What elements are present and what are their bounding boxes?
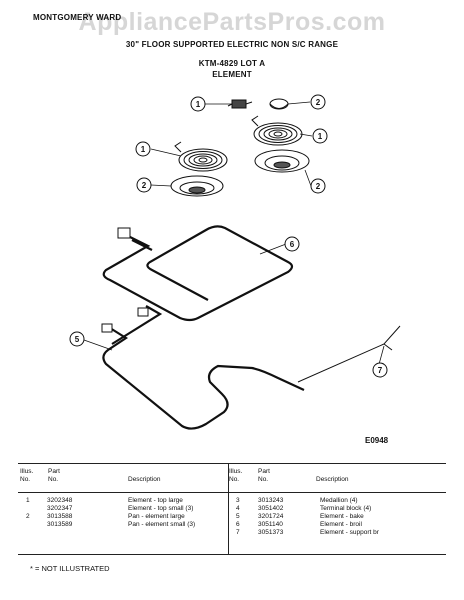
table-cell: 2: [26, 513, 30, 520]
table-cell: Terminal block (4): [320, 505, 372, 512]
table-cell: Pan - element small (3): [128, 521, 196, 528]
table-cell: 7: [236, 529, 240, 536]
bake-element: [101, 305, 305, 430]
table-cell: 3201724: [258, 513, 284, 520]
table-cell: Element - top small (3): [128, 505, 194, 512]
callout-label: 5: [75, 335, 80, 344]
callout-label: 1: [196, 100, 201, 109]
header-divider: [18, 492, 446, 493]
callout-2-right: [310, 178, 326, 194]
table-cell: 5: [236, 513, 240, 520]
table-cell: 6: [236, 521, 240, 528]
watermark: AppliancePartsPros.com: [78, 8, 386, 36]
callout-2-left: [136, 177, 152, 193]
surface-element-right: [251, 115, 303, 146]
callout-6: [284, 236, 300, 252]
callout-label: 7: [378, 366, 383, 375]
callout-5: [69, 331, 85, 347]
drip-pan-right: [254, 149, 310, 173]
table-cell: 3202348: [47, 497, 73, 504]
exploded-parts-diagram: 1 2 1 1 2 2 6 5 7: [69, 94, 401, 430]
callout-label: 2: [142, 181, 147, 190]
footnote: * = NOT ILLUSTRATED: [30, 564, 110, 573]
callout-4: [190, 96, 206, 112]
table-cell: 3202347: [47, 505, 73, 512]
element-support-bracket: [297, 325, 401, 383]
table-cell: 1: [26, 497, 30, 504]
table-cell: Element - broil: [320, 521, 362, 528]
callout-label: 1: [318, 132, 323, 141]
header-description: Description: [316, 476, 349, 483]
parts-table: Illus. No. Part No. Description Illus. N…: [18, 463, 446, 555]
header-illus-no: Illus. No.: [20, 468, 34, 483]
diagram-code: E0948: [365, 436, 389, 445]
table-cell: 3013243: [258, 497, 284, 504]
medallion: [269, 98, 289, 110]
broil-element: [102, 225, 294, 322]
table-cell: Pan - element large: [128, 513, 185, 520]
header-part-no: Part No.: [258, 468, 270, 483]
table-cell: 4: [236, 505, 240, 512]
callout-7: [372, 362, 388, 378]
callout-1-left: [135, 141, 151, 157]
table-cell: 3013589: [47, 521, 73, 528]
table-cell: 3051140: [258, 521, 283, 528]
drip-pan-left: [170, 175, 224, 197]
callout-label: 2: [316, 98, 321, 107]
header-illus-no: Illus. No.: [229, 468, 243, 483]
column-divider: [228, 464, 229, 554]
callout-3: [310, 94, 326, 110]
surface-element-left: [174, 141, 228, 172]
callout-label: 2: [316, 182, 321, 191]
table-cell: 3013588: [47, 513, 73, 520]
table-cell: Medallion (4): [320, 497, 358, 504]
model-number: KTM-4829 LOT A: [198, 59, 266, 68]
header-description: Description: [128, 476, 161, 483]
header-part-no: Part No.: [48, 468, 60, 483]
callout-label: 1: [141, 145, 146, 154]
table-cell: 3051373: [258, 529, 284, 536]
table-cell: Element - bake: [320, 513, 364, 520]
table-cell: 3051402: [258, 505, 284, 512]
brand-name: MONTGOMERY WARD: [33, 13, 122, 22]
table-cell: 3: [236, 497, 240, 504]
section-title: ELEMENT: [212, 70, 252, 79]
table-cell: Element - top large: [128, 497, 183, 504]
callout-1-right: [312, 128, 328, 144]
table-cell: Element - support br: [320, 529, 379, 536]
callout-label: 6: [290, 240, 295, 249]
page-title: 30" FLOOR SUPPORTED ELECTRIC NON S/C RAN…: [125, 40, 339, 49]
